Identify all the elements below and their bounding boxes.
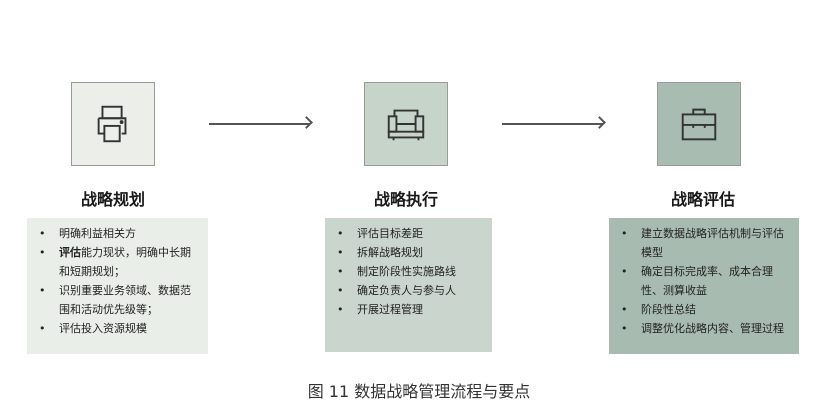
stage-1-item: 评估能力现状，明确中长期和短期规划； xyxy=(35,243,200,281)
stage-1-item: 评估投入资源规模 xyxy=(35,319,200,338)
stage-3-title: 战略评估 xyxy=(670,190,735,209)
stage-2-item: 制定阶段性实施路线 xyxy=(333,262,484,281)
stage-2-title: 战略执行 xyxy=(373,190,438,209)
stage-1-icon-box xyxy=(71,82,155,166)
stage-2-item: 评估目标差距 xyxy=(333,224,484,243)
stage-2-item: 确定负责人与参与人 xyxy=(333,281,484,300)
stage-1-panel: 明确利益相关方 评估能力现状，明确中长期和短期规划； 识别重要业务领域、数据范围… xyxy=(27,218,208,354)
stage-3-item: 调整优化战略内容、管理过程 xyxy=(617,319,791,338)
stage-3-item: 确定目标完成率、成本合理性、测算收益 xyxy=(617,262,791,300)
stage-3-panel: 建立数据战略评估机制与评估模型 确定目标完成率、成本合理性、测算收益 阶段性总结… xyxy=(609,218,799,354)
flow-arrow-1 xyxy=(209,123,310,125)
stage-2-panel: 评估目标差距 拆解战略规划 制定阶段性实施路线 确定负责人与参与人 开展过程管理 xyxy=(325,218,492,352)
figure-caption: 图 11 数据战略管理流程与要点 xyxy=(307,382,531,401)
printer-icon xyxy=(97,105,127,143)
stage-3-item: 建立数据战略评估机制与评估模型 xyxy=(617,224,791,262)
stage-3-icon-box xyxy=(657,82,741,166)
toolbox-icon xyxy=(681,108,717,141)
stage-1-item: 识别重要业务领域、数据范围和活动优先级等； xyxy=(35,281,200,319)
stage-1-title: 战略规划 xyxy=(80,190,145,209)
stage-2-icon-box xyxy=(364,82,448,166)
stage-1-item: 明确利益相关方 xyxy=(35,224,200,243)
stage-2-item: 开展过程管理 xyxy=(333,300,484,319)
stage-3-item: 阶段性总结 xyxy=(617,300,791,319)
flow-arrow-2 xyxy=(502,123,603,125)
sofa-icon xyxy=(387,109,425,141)
stage-2-item: 拆解战略规划 xyxy=(333,243,484,262)
